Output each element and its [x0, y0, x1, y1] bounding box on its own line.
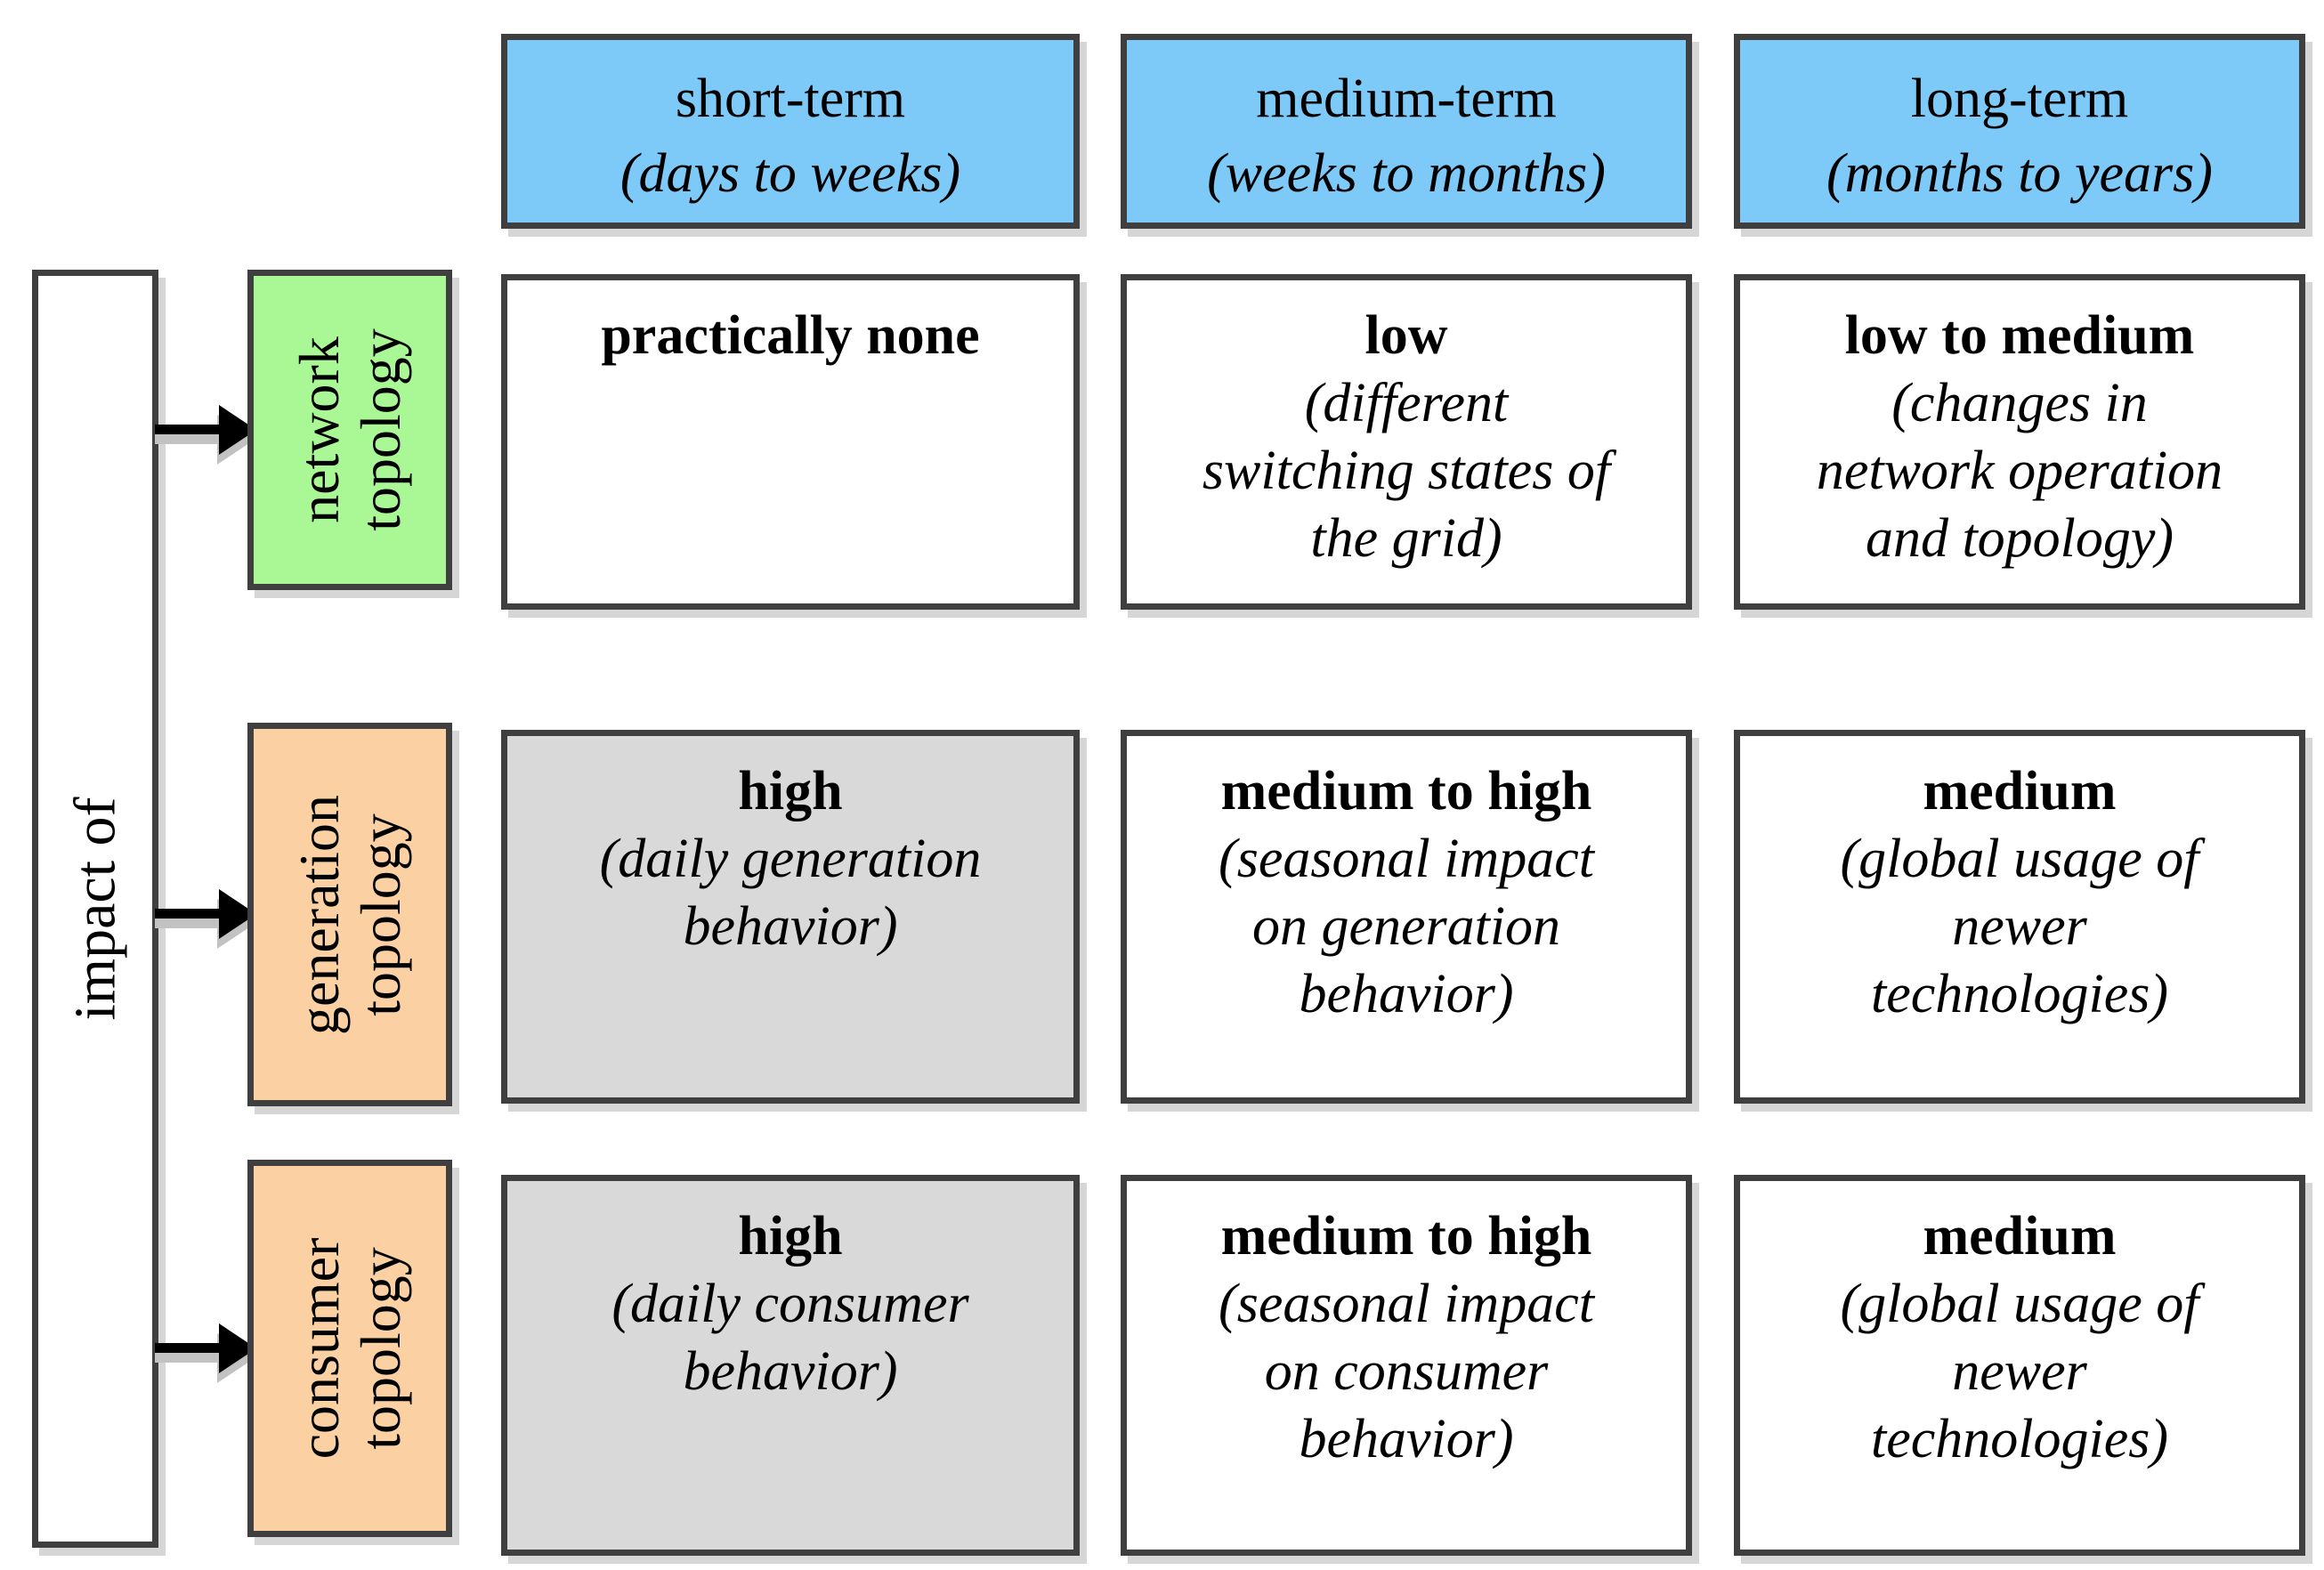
impact-level: medium	[1923, 1206, 2117, 1267]
column-title: long-term	[1910, 69, 2129, 129]
column-title: medium-term	[1256, 69, 1557, 129]
row-label-text: generation topology	[287, 794, 412, 1035]
impact-level: medium	[1923, 761, 2117, 821]
impact-level: medium to high	[1220, 1206, 1592, 1267]
impact-level: high	[738, 1206, 843, 1267]
column-header-medium-term: medium-term (weeks to months)	[1121, 34, 1692, 229]
impact-note: (daily generation behavior)	[599, 829, 982, 957]
column-header-short-term: short-term (days to weeks)	[501, 34, 1080, 229]
row-label-network-topology: network topology	[247, 270, 452, 590]
impact-of-box: impact of	[32, 270, 158, 1548]
cell-consumer-short-term: high (daily consumer behavior)	[501, 1175, 1080, 1556]
cell-generation-short-term: high (daily generation behavior)	[501, 730, 1080, 1104]
cell-generation-long-term: medium (global usage of newer technologi…	[1734, 730, 2305, 1104]
impact-note: (different switching states of the grid)	[1202, 373, 1611, 569]
impact-level: low to medium	[1844, 305, 2195, 366]
impact-level: practically none	[601, 305, 980, 366]
cell-network-medium-term: low (different switching states of the g…	[1121, 274, 1692, 610]
row-label-generation-topology: generation topology	[247, 723, 452, 1106]
impact-note: (global usage of newer technologies)	[1840, 829, 2199, 1024]
impact-note: (global usage of newer technologies)	[1840, 1274, 2199, 1469]
cell-generation-medium-term: medium to high (seasonal impact on gener…	[1121, 730, 1692, 1104]
cell-consumer-medium-term: medium to high (seasonal impact on consu…	[1121, 1175, 1692, 1556]
impact-of-label: impact of	[62, 797, 128, 1021]
impact-note: (seasonal impact on consumer behavior)	[1219, 1274, 1594, 1469]
cell-network-long-term: low to medium (changes in network operat…	[1734, 274, 2305, 610]
impact-note: (daily consumer behavior)	[611, 1274, 969, 1402]
impact-note: (changes in network operation and topolo…	[1816, 373, 2223, 569]
column-title: short-term	[675, 69, 906, 129]
column-header-long-term: long-term (months to years)	[1734, 34, 2305, 229]
impact-arrow-generation-topology-icon	[155, 889, 256, 949]
column-subtitle: (days to weeks)	[619, 143, 961, 204]
cell-network-short-term: practically none	[501, 274, 1080, 610]
column-subtitle: (weeks to months)	[1207, 143, 1606, 204]
impact-note: (seasonal impact on generation behavior)	[1219, 829, 1594, 1024]
row-label-text: consumer topology	[287, 1237, 412, 1460]
impact-level: high	[738, 761, 843, 821]
cell-consumer-long-term: medium (global usage of newer technologi…	[1734, 1175, 2305, 1556]
impact-level: low	[1364, 305, 1448, 366]
row-label-consumer-topology: consumer topology	[247, 1160, 452, 1537]
impact-arrow-consumer-topology-icon	[155, 1323, 256, 1383]
column-subtitle: (months to years)	[1826, 143, 2213, 204]
impact-arrow-network-topology-icon	[155, 405, 256, 465]
row-label-text: network topology	[287, 328, 412, 531]
impact-level: medium to high	[1220, 761, 1592, 821]
